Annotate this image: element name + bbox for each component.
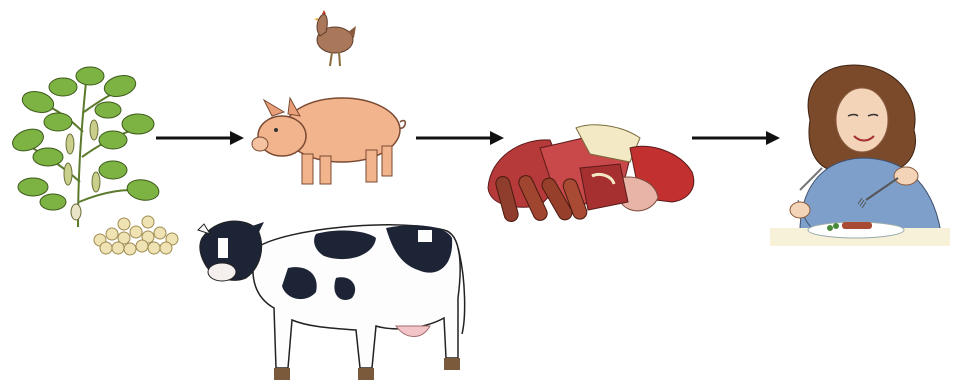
pig-icon [250, 86, 408, 190]
chicken-icon [308, 8, 358, 70]
soybean-plant-icon [8, 62, 188, 262]
cow-icon [196, 208, 468, 386]
arrow-meat-to-consumer [690, 128, 782, 148]
woman-eating-icon [770, 60, 950, 250]
meat-pile-icon [480, 118, 704, 230]
arrow-soy-to-livestock [154, 128, 246, 148]
